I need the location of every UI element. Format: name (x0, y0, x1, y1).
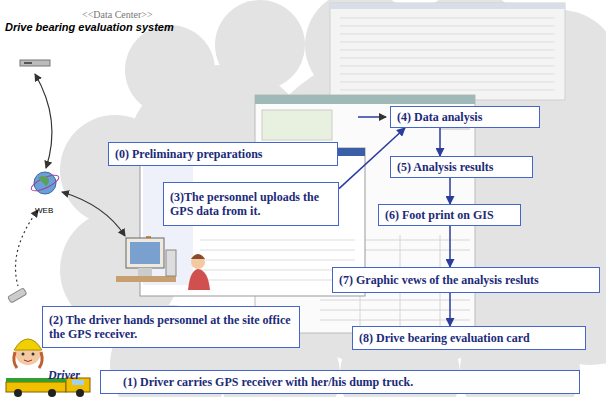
web-label: WEB (35, 206, 53, 215)
server-icon (20, 60, 50, 66)
process-box: (6) Foot print on GIS (378, 204, 521, 226)
screenshot-top (340, 58, 555, 59)
driver-figure (15, 339, 41, 365)
process-box: (0) Preliminary preparations (108, 142, 338, 166)
process-box: (5) Analysis results (390, 156, 533, 178)
system-tag: <<Data Center>> (82, 9, 153, 20)
screenshot-top (340, 42, 555, 43)
box-text: (8) Drive bearing evaluation card (359, 331, 530, 345)
network-arrows (35, 74, 52, 168)
web-label: WEB (35, 199, 53, 217)
box-text: (7) Graphic vews of the analysis resluts (339, 273, 539, 287)
network-arrows (16, 210, 39, 286)
box-text: (1) Driver carries GPS receiver with her… (123, 375, 413, 389)
flow-arrow (449, 178, 451, 204)
screenshot-analysis (320, 320, 470, 321)
screenshot-top (340, 34, 555, 35)
driver-label: Driver (48, 365, 80, 383)
process-box: (3)The personnel uploads the GPS data fr… (163, 182, 339, 226)
driver-figure (22, 353, 25, 356)
screenshot-top (330, 3, 565, 100)
usb-receiver-icon (8, 288, 27, 303)
screenshot-analysis (320, 300, 470, 301)
driver-figure (32, 353, 35, 356)
dump-truck-icon (76, 389, 84, 397)
box-text: (3)The personnel uploads the GPS data fr… (170, 190, 332, 218)
server-icon (24, 62, 32, 64)
globe-icon (38, 176, 49, 186)
screenshot-top (340, 90, 555, 91)
personnel-computer-icon (188, 269, 210, 290)
box-text: (6) Foot print on GIS (385, 208, 494, 222)
screenshot-top (340, 74, 555, 75)
network-arrows (16, 74, 126, 286)
dump-truck-icon (48, 389, 56, 397)
personnel-computer-icon (191, 255, 205, 269)
box-text: (2) The driver hands personnel at the si… (49, 313, 293, 341)
personnel-computer-icon (126, 238, 164, 268)
screenshot-analysis (262, 110, 332, 140)
system-title: Drive bearing evaluation system (5, 17, 174, 35)
dump-truck-icon (14, 389, 22, 397)
personnel-computer-icon (130, 242, 160, 264)
process-box: (7) Graphic vews of the analysis resluts (332, 267, 600, 293)
driver-label: Driver (48, 368, 80, 382)
screenshot-top (340, 18, 555, 19)
server-icon (20, 60, 50, 66)
network-arrows (62, 192, 125, 236)
screenshot-top (340, 26, 555, 27)
screenshot-analysis (320, 310, 470, 311)
screenshot-top (340, 18, 555, 90)
screenshot-pointer (358, 116, 386, 118)
driver-figure (14, 339, 42, 350)
usb-receiver-icon (8, 288, 27, 303)
system-title: Drive bearing evaluation system (5, 21, 174, 33)
screenshot-pointer (358, 116, 386, 118)
process-box: (2) The driver hands personnel at the si… (42, 306, 300, 348)
flow-arrow (439, 128, 441, 156)
screenshot-web-page (200, 260, 355, 261)
screenshot-top (340, 82, 555, 83)
globe-icon (29, 172, 60, 194)
box-text: (4) Data analysis (397, 110, 482, 124)
screenshot-top (330, 3, 565, 9)
process-box: (8) Drive bearing evaluation card (352, 326, 586, 350)
personnel-computer-icon (116, 276, 176, 282)
personnel-computer-icon (166, 250, 176, 276)
screenshot-top (330, 3, 565, 100)
driver-figure (24, 360, 32, 362)
process-box: (4) Data analysis (390, 106, 540, 128)
driver-figure (14, 352, 42, 368)
personnel-computer-icon (191, 254, 205, 259)
box-text: (5) Analysis results (397, 160, 493, 174)
personnel-computer-icon (116, 238, 210, 290)
system-tag: <<Data Center>> (82, 4, 153, 22)
driver-figure (14, 339, 42, 368)
screenshot-web-page (200, 240, 355, 241)
screenshot-top (340, 50, 555, 51)
box-text: (0) Preliminary preparations (115, 147, 263, 161)
personnel-computer-icon (138, 268, 152, 276)
screenshot-top (340, 66, 555, 67)
process-box: (1) Driver carries GPS receiver with her… (100, 370, 580, 394)
screenshot-analysis (255, 95, 475, 104)
screenshot-web-page (200, 250, 355, 251)
flow-arrow (449, 293, 451, 326)
flow-arrow (449, 226, 451, 267)
globe-icon (29, 172, 60, 194)
